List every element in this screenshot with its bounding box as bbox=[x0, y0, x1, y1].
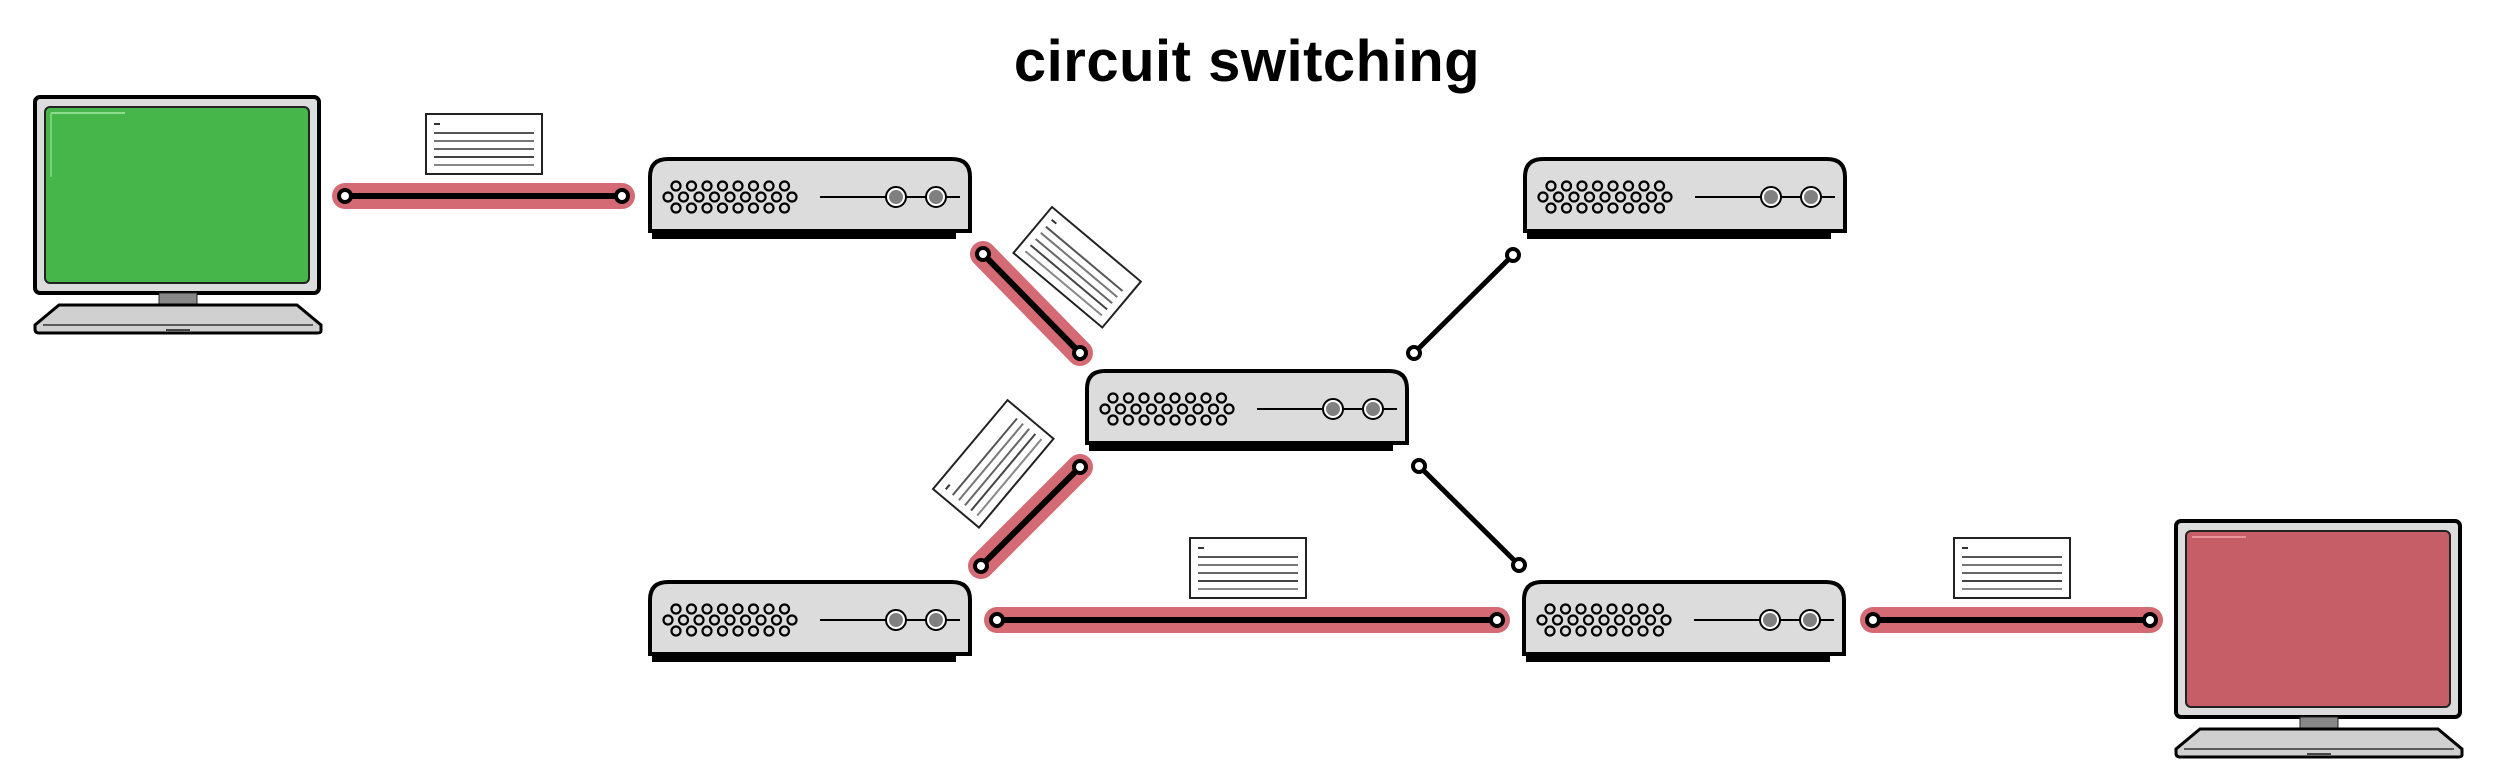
switch-center bbox=[1085, 369, 1409, 453]
monitor-stand bbox=[2299, 716, 2339, 730]
switch-bottom-left bbox=[648, 580, 972, 664]
cable bbox=[1417, 464, 1521, 567]
keyboard-base bbox=[33, 303, 323, 335]
cable-connector bbox=[975, 246, 991, 262]
data-packet bbox=[425, 113, 543, 175]
cable-connector bbox=[337, 188, 353, 204]
link-center-to-top-right bbox=[1406, 247, 1521, 361]
link-bottom-right-to-destination bbox=[1860, 607, 2163, 633]
switch-top-right bbox=[1523, 157, 1847, 241]
cable-connector bbox=[1511, 557, 1527, 573]
cable-connector bbox=[1072, 345, 1088, 361]
switch-top-left bbox=[648, 157, 972, 241]
data-packet bbox=[1189, 537, 1307, 599]
keyboard-base bbox=[2174, 727, 2464, 759]
cable-connector bbox=[1406, 345, 1422, 361]
cable bbox=[978, 464, 1083, 569]
monitor-stand bbox=[158, 292, 198, 306]
destination-computer bbox=[2174, 519, 2464, 759]
link-center-to-bottom-left bbox=[968, 454, 1093, 579]
cable-connector bbox=[973, 558, 989, 574]
cable-connector bbox=[1489, 612, 1505, 628]
diagram-title: circuit switching bbox=[1013, 29, 1481, 94]
cable-connector bbox=[1865, 612, 1881, 628]
cable-connector bbox=[1411, 458, 1427, 474]
link-center-to-bottom-right bbox=[1411, 458, 1527, 573]
cable bbox=[1412, 253, 1515, 355]
cable-connector bbox=[989, 612, 1005, 628]
cable-connector bbox=[1505, 247, 1521, 263]
source-computer bbox=[33, 95, 323, 335]
link-bottom-left-to-bottom-right bbox=[984, 607, 1510, 633]
cable-connector bbox=[2142, 612, 2158, 628]
data-packet bbox=[1953, 537, 2071, 599]
cable-connector bbox=[1072, 459, 1088, 475]
destination-screen bbox=[2185, 530, 2451, 708]
link-source-to-top-left bbox=[332, 183, 635, 209]
cable bbox=[980, 251, 1083, 356]
link-top-left-to-center bbox=[970, 241, 1093, 366]
cable-connector bbox=[614, 188, 630, 204]
switch-bottom-right bbox=[1522, 580, 1846, 664]
source-screen bbox=[44, 106, 310, 284]
